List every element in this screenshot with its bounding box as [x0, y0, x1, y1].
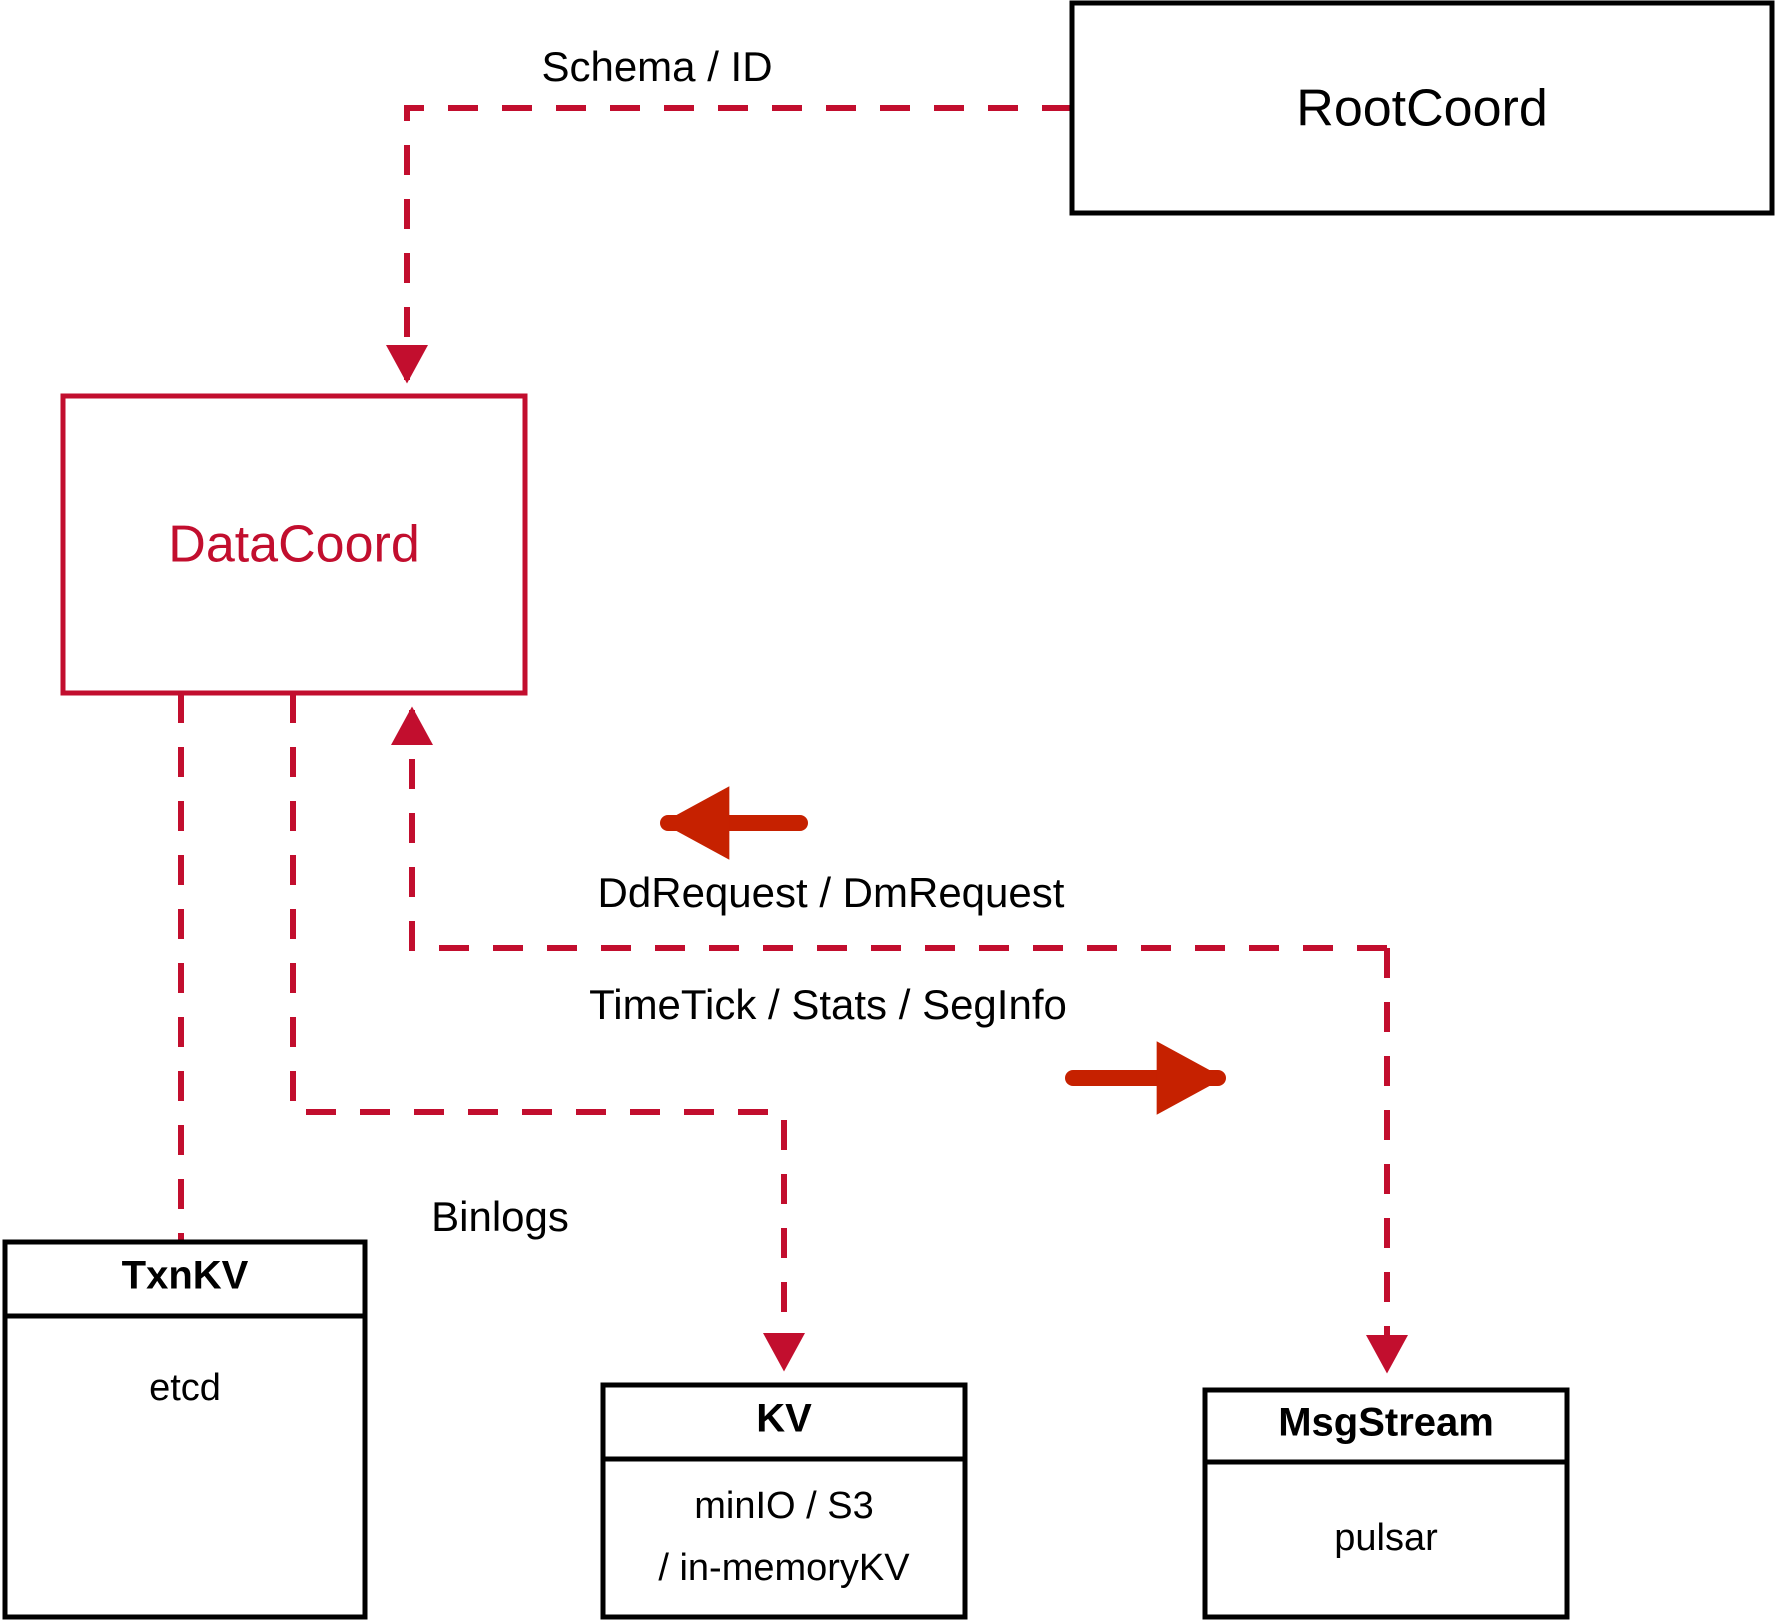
node-msgstream-sublabel-0: pulsar [1334, 1517, 1438, 1559]
edge-ddrequest-dmrequest [391, 706, 1387, 951]
edge-label-ddrequest-dmrequest: DdRequest / DmRequest [598, 869, 1065, 916]
node-msgstream[interactable]: MsgStream pulsar [1202, 1387, 1570, 1620]
node-txnkv-label: TxnKV [122, 1254, 249, 1298]
node-datacoord[interactable]: DataCoord [60, 393, 528, 696]
node-rootcoord-box[interactable] [1069, 0, 1775, 216]
node-rootcoord[interactable]: RootCoord [1069, 0, 1775, 216]
node-kv-sublabel-1: / in-memoryKV [658, 1547, 910, 1589]
node-rootcoord-label: RootCoord [1296, 80, 1547, 138]
node-datacoord-label: DataCoord [168, 516, 419, 574]
node-msgstream-label: MsgStream [1278, 1401, 1494, 1445]
node-txnkv-sublabel-0: etcd [149, 1367, 221, 1409]
edge-schema-id [386, 105, 1072, 384]
node-txnkv[interactable]: TxnKV etcd [2, 1239, 368, 1620]
node-kv-label: KV [756, 1397, 812, 1441]
edge-label-timetick-stats-seginfo: TimeTick / Stats / SegInfo [589, 981, 1067, 1028]
node-datacoord-box[interactable] [60, 393, 528, 696]
node-kv-box[interactable] [600, 1382, 968, 1620]
edge-binlogs [290, 693, 805, 1372]
edge-label-binlogs: Binlogs [431, 1193, 569, 1240]
node-kv-sublabel-0: minIO / S3 [694, 1485, 874, 1527]
edge-schema-id-path [386, 105, 1072, 384]
node-txnkv-box[interactable] [2, 1239, 368, 1620]
node-msgstream-box[interactable] [1202, 1387, 1570, 1620]
edge-binlogs-path [290, 693, 805, 1372]
edge-ddrequest-path [391, 706, 1387, 951]
node-kv[interactable]: KV minIO / S3 / in-memoryKV [600, 1382, 968, 1620]
edge-label-schema-id: Schema / ID [541, 43, 772, 90]
